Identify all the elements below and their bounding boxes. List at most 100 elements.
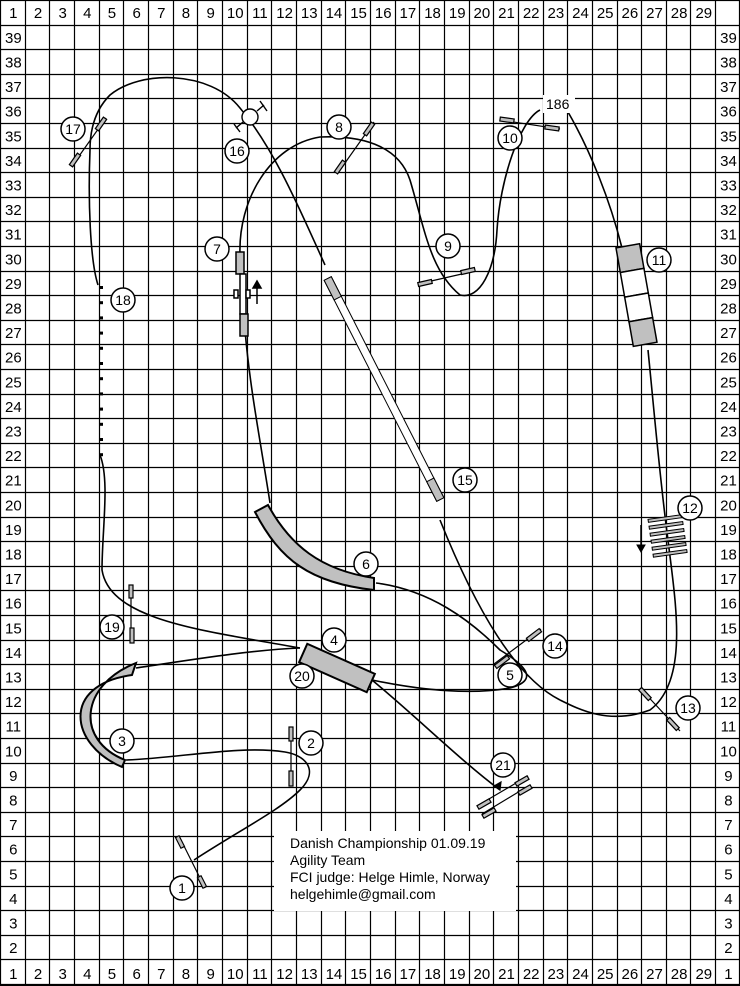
obstacle-number-2: 2 [298,730,324,756]
column-label-bottom: 19 [449,966,466,983]
row-label-left: 12 [5,694,22,711]
row-label-right: 3 [724,916,732,933]
row-label-left: 18 [5,547,22,564]
svg-text:7: 7 [213,241,221,257]
column-label-bottom: 22 [523,966,540,983]
obstacle-number-21: 21 [490,752,516,778]
svg-text:4: 4 [330,632,338,648]
course-length-bg [543,95,575,113]
svg-text:18: 18 [115,292,131,308]
row-label-left: 36 [5,104,22,121]
row-label-right: 10 [720,743,737,760]
row-label-left: 11 [6,719,22,736]
column-label-top: 28 [671,5,688,22]
info-judge: FCI judge: Helge Himle, Norway [290,869,490,885]
obstacle-number-3: 3 [109,728,135,754]
obstacle-number-4: 4 [321,627,347,653]
column-label-bottom: 11 [252,966,268,983]
column-label-top: 17 [400,5,417,22]
row-label-left: 35 [5,128,22,145]
svg-text:13: 13 [680,700,696,716]
dog-path [88,76,678,861]
row-label-right: 23 [720,424,737,441]
column-label-bottom: 1 [9,966,17,983]
row-label-right: 17 [720,571,737,588]
column-label-bottom: 5 [108,966,116,983]
column-label-bottom: 7 [157,966,165,983]
column-label-top: 27 [646,5,663,22]
obstacle-number-20: 20 [289,663,315,689]
jump-14 [493,627,543,670]
weave-poles-12 [636,514,688,558]
grid-labels: 1122334455667788991010111112121313141415… [5,5,737,983]
row-label-left: 21 [5,473,22,490]
column-label-bottom: 3 [58,966,66,983]
dog-walk-15 [323,276,445,502]
row-label-right: 20 [720,497,737,514]
jump-8 [333,121,376,175]
row-label-left: 9 [9,768,17,785]
row-label-right: 30 [720,251,737,268]
column-label-bottom: 13 [301,966,318,983]
column-label-bottom: 17 [400,966,417,983]
row-label-right: 7 [724,817,732,834]
obstacle-number-8: 8 [326,114,352,140]
svg-text:5: 5 [506,667,514,683]
row-label-right: 9 [724,768,732,785]
column-label-top: 20 [474,5,491,22]
row-label-right: 35 [720,128,737,145]
row-label-right: 38 [720,55,737,72]
obstacle-number-14: 14 [542,633,568,659]
row-label-left: 8 [9,793,17,810]
row-label-right: 22 [720,448,737,465]
column-label-bottom: 26 [621,966,638,983]
svg-text:19: 19 [104,619,120,635]
column-label-top: 12 [276,5,293,22]
column-label-top: 10 [227,5,244,22]
row-label-right: 19 [720,522,737,539]
column-label-bottom: 8 [182,966,190,983]
jump-10 [499,116,561,132]
jump-9 [417,266,476,288]
obstacle-number-15: 15 [452,467,478,493]
svg-text:9: 9 [444,238,452,254]
obstacle-number-10: 10 [497,125,523,151]
row-label-left: 22 [5,448,22,465]
svg-text:15: 15 [457,472,473,488]
row-label-left: 38 [5,55,22,72]
row-label-right: 29 [720,276,737,293]
row-label-right: 24 [720,399,737,416]
info-title: Danish Championship 01.09.19 [290,835,486,851]
row-label-right: 11 [721,719,737,736]
column-label-bottom: 4 [83,966,91,983]
svg-text:14: 14 [547,638,563,654]
row-label-left: 13 [5,670,22,687]
row-label-right: 34 [720,153,737,170]
row-label-left: 28 [5,301,22,318]
row-label-right: 18 [720,547,737,564]
tire-16 [233,100,268,133]
column-label-bottom: 25 [597,966,614,983]
row-label-left: 4 [9,891,17,908]
column-label-bottom: 21 [498,966,515,983]
row-label-right: 8 [724,793,732,810]
column-label-bottom: 29 [695,966,712,983]
row-label-left: 37 [5,79,22,96]
svg-text:12: 12 [682,500,698,516]
svg-text:17: 17 [65,121,81,137]
svg-text:8: 8 [335,119,343,135]
row-label-left: 23 [5,424,22,441]
column-label-top: 19 [449,5,466,22]
row-label-left: 7 [9,817,17,834]
wall-jump-7 [233,251,263,337]
column-label-top: 13 [301,5,318,22]
column-label-top: 3 [58,5,66,22]
row-label-right: 26 [720,350,737,367]
svg-text:6: 6 [362,556,370,572]
column-label-top: 11 [252,5,268,22]
column-label-top: 9 [206,5,214,22]
jump-2 [288,726,294,787]
row-label-left: 14 [5,645,22,662]
row-label-left: 5 [9,866,17,883]
row-label-right: 14 [720,645,737,662]
